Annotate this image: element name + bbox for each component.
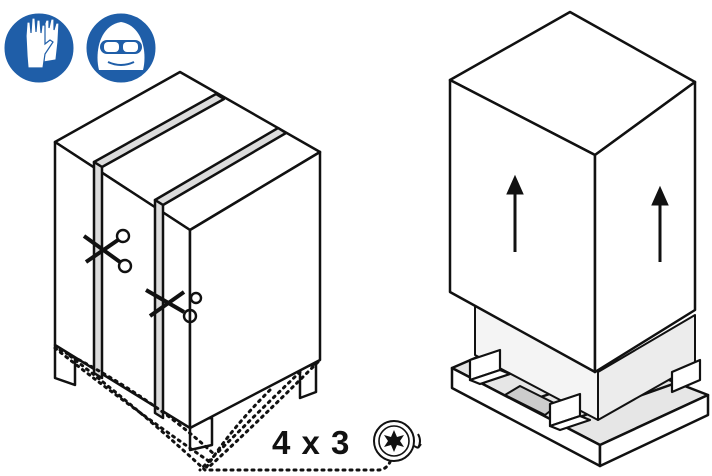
up-arrow-icon <box>506 174 524 252</box>
pallet-blocks <box>468 348 702 432</box>
scissors-icon <box>82 228 133 274</box>
cabinet <box>474 299 696 421</box>
torx-screw-icon <box>373 420 422 462</box>
safety-goggles-icon <box>83 10 159 86</box>
removed-straps <box>53 346 392 472</box>
fastener-quantity-label: 4 x 3 <box>272 424 351 461</box>
gloves-icon <box>1 10 77 86</box>
cardboard-box <box>448 10 697 374</box>
up-arrow-icon <box>651 185 669 262</box>
scissors-icon <box>144 288 203 324</box>
